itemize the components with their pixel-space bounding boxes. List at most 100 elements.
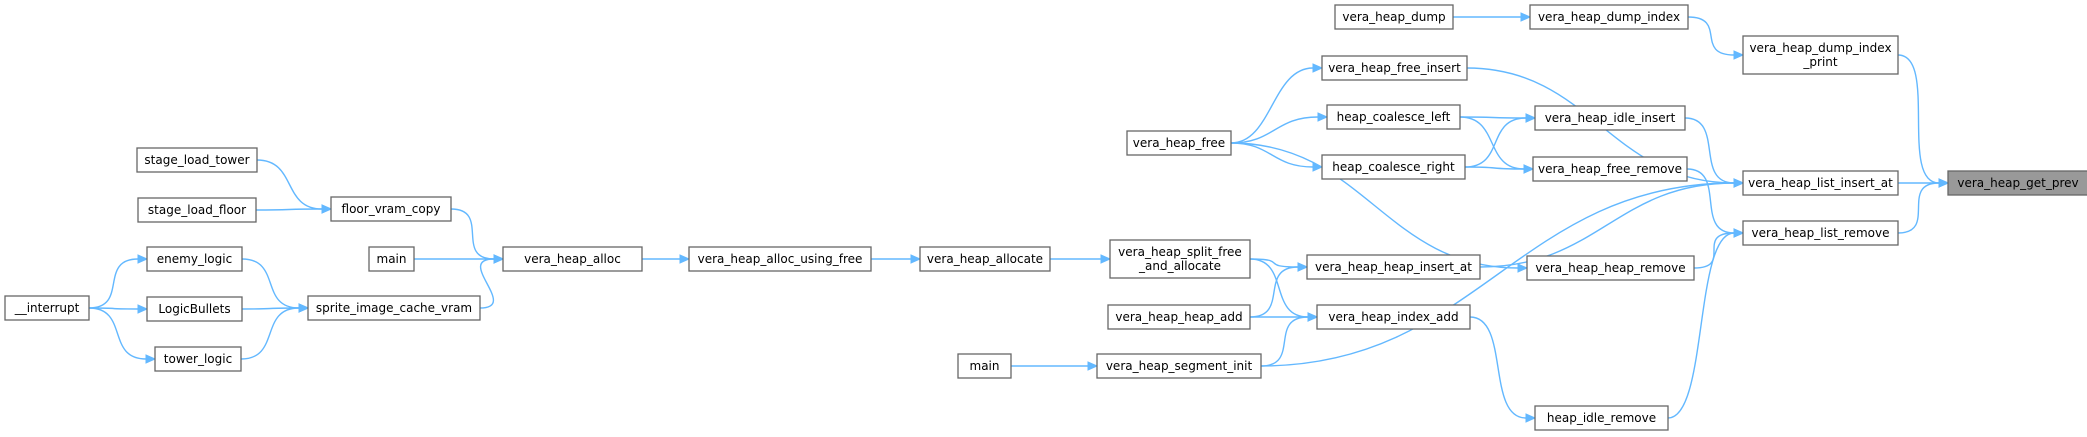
node-box[interactable] <box>146 296 243 322</box>
node-label: vera_heap_list_remove <box>1752 226 1890 240</box>
edge-line <box>1260 316 1309 367</box>
edge-heap_coalesce_right-to-vera_heap_idle_insert <box>1464 113 1537 168</box>
node-box[interactable] <box>1126 130 1232 156</box>
edge-arrowhead <box>1523 164 1535 174</box>
node-box[interactable] <box>154 346 242 372</box>
node-heap_coalesce_left[interactable]: heap_coalesce_left <box>1326 104 1461 130</box>
node-stage_load_floor[interactable]: stage_load_floor <box>137 197 257 223</box>
node-vera_heap_dump[interactable]: vera_heap_dump <box>1334 4 1454 30</box>
node-vera_heap_index_add[interactable]: vera_heap_index_add <box>1316 304 1471 330</box>
node-vera_heap_allocate[interactable]: vera_heap_allocate <box>919 246 1051 272</box>
node-box[interactable] <box>1321 154 1466 180</box>
edge-line <box>241 307 300 310</box>
node-heap_idle_remove[interactable]: heap_idle_remove <box>1534 405 1669 431</box>
node-box[interactable] <box>1306 254 1481 280</box>
edge-vera_heap_dump-to-vera_heap_dump_index <box>1453 12 1532 22</box>
node-box[interactable] <box>137 197 257 223</box>
edge-line <box>1459 116 1525 170</box>
edge-arrowhead <box>298 303 310 313</box>
node-box[interactable] <box>330 196 452 222</box>
node-box[interactable] <box>1532 156 1688 182</box>
node-vera_heap_dump_index[interactable]: vera_heap_dump_index <box>1529 4 1689 30</box>
node-vera_heap_heap_add[interactable]: vera_heap_heap_add <box>1107 304 1251 330</box>
edge-arrowhead <box>1317 112 1329 122</box>
node-box[interactable] <box>1947 170 2087 196</box>
node-vera_heap_alloc[interactable]: vera_heap_alloc <box>502 246 643 272</box>
node-label: vera_heap_heap_remove <box>1535 261 1685 275</box>
node-enemy_logic[interactable]: enemy_logic <box>146 246 243 272</box>
edge-vera_heap_list_remove-to-vera_heap_get_prev <box>1897 178 1950 234</box>
edge-line <box>450 208 495 260</box>
node-LogicBullets[interactable]: LogicBullets <box>146 296 243 322</box>
node-vera_heap_split_free_and_allocate[interactable]: vera_heap_split_free_and_allocate <box>1109 239 1251 279</box>
node-vera_heap_get_prev[interactable]: vera_heap_get_prev <box>1947 170 2087 196</box>
node-box[interactable] <box>1316 304 1471 330</box>
node-main_right[interactable]: main <box>957 353 1012 379</box>
edge-arrowhead <box>1938 178 1950 188</box>
node-box[interactable] <box>688 246 872 272</box>
edge-line <box>1684 117 1735 184</box>
node-__interrupt[interactable]: __interrupt <box>4 295 90 321</box>
node-sprite_image_cache_vram[interactable]: sprite_image_cache_vram <box>307 295 481 321</box>
node-floor_vram_copy[interactable]: floor_vram_copy <box>330 196 452 222</box>
node-box[interactable] <box>307 295 481 321</box>
node-vera_heap_dump_index_print[interactable]: vera_heap_dump_index_print <box>1742 35 1899 75</box>
node-vera_heap_free_insert[interactable]: vera_heap_free_insert <box>1321 55 1468 81</box>
node-label: main <box>970 359 1000 373</box>
node-label: vera_heap_free_remove <box>1538 162 1682 176</box>
node-box[interactable] <box>1107 304 1251 330</box>
node-box[interactable] <box>919 246 1051 272</box>
node-box[interactable] <box>368 246 415 272</box>
node-main_left[interactable]: main <box>368 246 415 272</box>
edge-arrowhead <box>1733 228 1745 238</box>
edge-heap_coalesce_left-to-vera_heap_free_remove <box>1459 116 1535 174</box>
node-vera_heap_list_insert_at[interactable]: vera_heap_list_insert_at <box>1742 170 1899 196</box>
node-box[interactable] <box>1529 4 1689 30</box>
edge-arrowhead <box>1525 113 1537 123</box>
node-label: vera_heap_free <box>1133 136 1225 150</box>
node-vera_heap_idle_insert[interactable]: vera_heap_idle_insert <box>1534 105 1686 131</box>
node-vera_heap_alloc_using_free[interactable]: vera_heap_alloc_using_free <box>688 246 872 272</box>
node-box[interactable] <box>1742 220 1899 246</box>
edge-vera_heap_free-to-vera_heap_free_insert <box>1230 63 1324 144</box>
node-box[interactable] <box>1096 353 1262 379</box>
edge-line <box>1249 266 1299 318</box>
node-box[interactable] <box>1742 35 1899 75</box>
node-vera_heap_free[interactable]: vera_heap_free <box>1126 130 1232 156</box>
edge-line <box>1459 116 1527 119</box>
node-vera_heap_list_remove[interactable]: vera_heap_list_remove <box>1742 220 1899 246</box>
node-box[interactable] <box>146 246 243 272</box>
node-label: vera_heap_idle_insert <box>1545 111 1676 125</box>
node-box[interactable] <box>1526 255 1695 281</box>
node-stage_load_tower[interactable]: stage_load_tower <box>136 147 258 173</box>
edge-line <box>255 208 323 211</box>
node-box[interactable] <box>1109 239 1251 279</box>
node-vera_heap_heap_insert_at[interactable]: vera_heap_heap_insert_at <box>1306 254 1481 280</box>
node-box[interactable] <box>502 246 643 272</box>
edge-line <box>1667 232 1735 419</box>
node-vera_heap_segment_init[interactable]: vera_heap_segment_init <box>1096 353 1262 379</box>
node-box[interactable] <box>4 295 90 321</box>
node-box[interactable] <box>1326 104 1461 130</box>
node-vera_heap_free_remove[interactable]: vera_heap_free_remove <box>1532 156 1688 182</box>
edge-line <box>241 258 300 309</box>
edge-stage_load_tower-to-floor_vram_copy <box>256 159 333 214</box>
edge-line <box>1479 182 1735 268</box>
edge-main_right-to-vera_heap_segment_init <box>1011 361 1099 371</box>
node-box[interactable] <box>1534 105 1686 131</box>
edge-line <box>240 307 300 360</box>
node-vera_heap_heap_remove[interactable]: vera_heap_heap_remove <box>1526 255 1695 281</box>
edge-line <box>1469 316 1527 419</box>
node-box[interactable] <box>1742 170 1899 196</box>
node-box[interactable] <box>1334 4 1454 30</box>
node-heap_coalesce_right[interactable]: heap_coalesce_right <box>1321 154 1466 180</box>
node-box[interactable] <box>1321 55 1468 81</box>
edge-line <box>1249 258 1299 268</box>
edge-arrowhead <box>1733 178 1745 188</box>
edge-vera_heap_alloc_using_free-to-vera_heap_allocate <box>871 254 922 264</box>
node-box[interactable] <box>957 353 1012 379</box>
node-box[interactable] <box>1534 405 1669 431</box>
node-tower_logic[interactable]: tower_logic <box>154 346 242 372</box>
node-box[interactable] <box>136 147 258 173</box>
